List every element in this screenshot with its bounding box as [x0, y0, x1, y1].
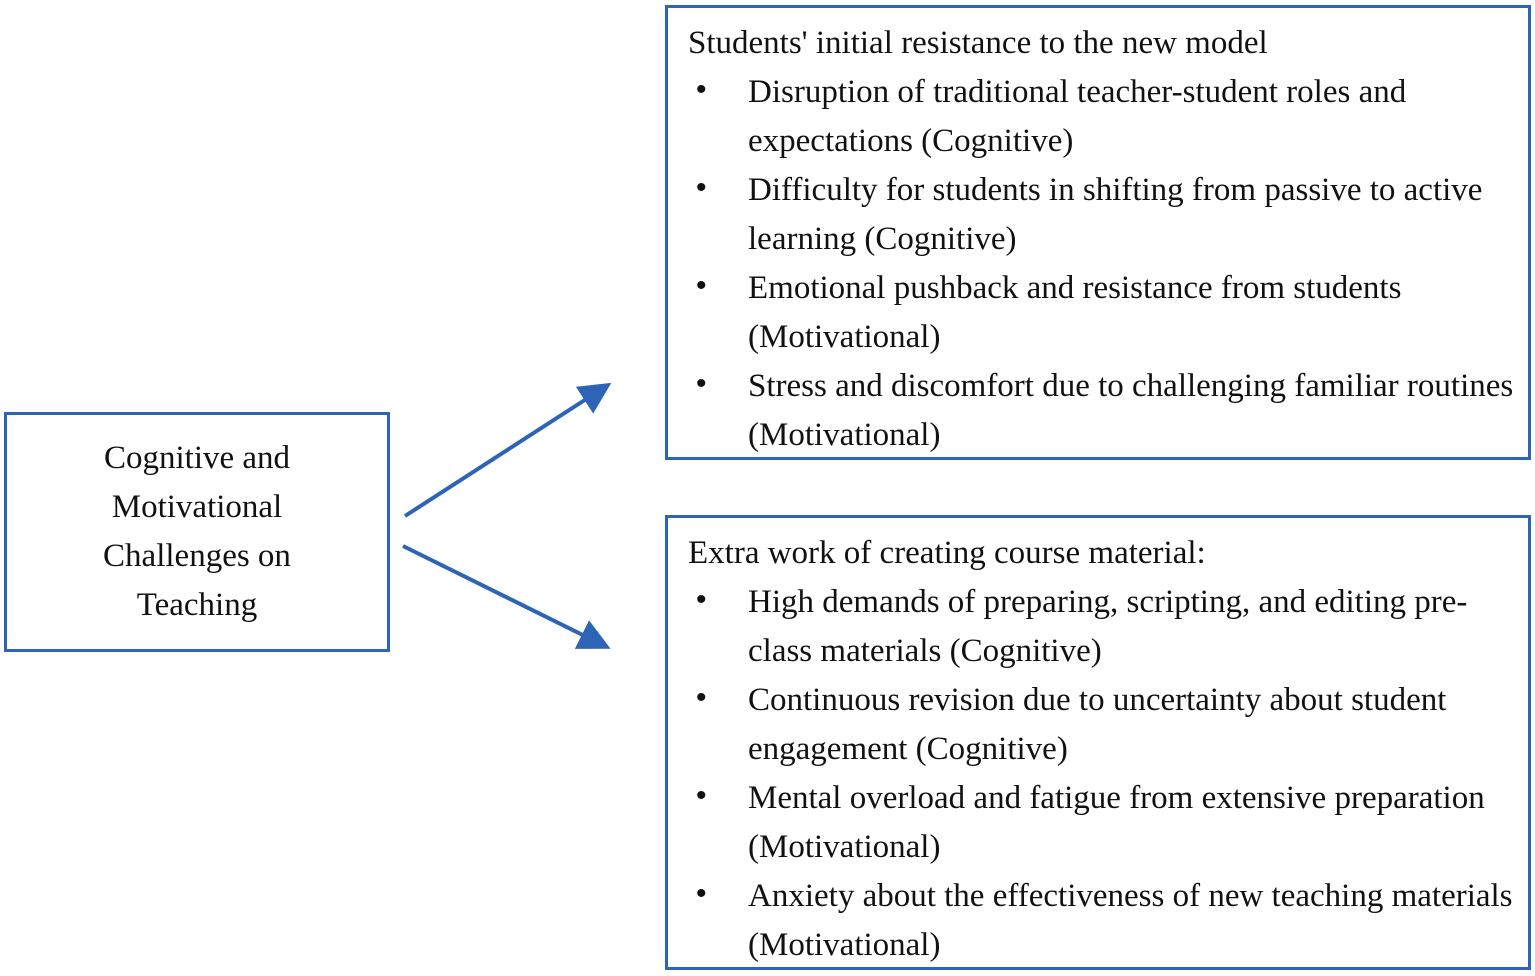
bullet-icon: • — [696, 583, 707, 616]
bullet-text: Mental overload and fatigue from extensi… — [748, 780, 1485, 865]
bullet-text: High demands of preparing, scripting, an… — [748, 584, 1468, 669]
bullet-item: • Difficulty for students in shifting fr… — [688, 166, 1514, 264]
bullet-icon: • — [696, 73, 707, 106]
bullet-item: • Emotional pushback and resistance from… — [688, 264, 1514, 362]
bullet-item: • High demands of preparing, scripting, … — [688, 578, 1514, 676]
top-challenge-box: Students' initial resistance to the new … — [665, 5, 1531, 460]
bullet-item: • Stress and discomfort due to challengi… — [688, 362, 1514, 460]
arrow-to-top-box — [403, 382, 612, 518]
bullet-text: Difficulty for students in shifting from… — [748, 172, 1483, 257]
bottom-box-title: Extra work of creating course material: — [688, 535, 1206, 571]
top-box-bullet-list: • Disruption of traditional teacher-stud… — [688, 68, 1514, 460]
bullet-text: Stress and discomfort due to challenging… — [748, 368, 1514, 453]
bullet-text: Continuous revision due to uncertainty a… — [748, 682, 1447, 767]
bullet-icon: • — [696, 269, 707, 302]
bottom-challenge-box: Extra work of creating course material: … — [665, 515, 1531, 970]
bottom-box-bullet-list: • High demands of preparing, scripting, … — [688, 578, 1514, 970]
bullet-item: • Anxiety about the effectiveness of new… — [688, 872, 1514, 970]
bullet-item: • Disruption of traditional teacher-stud… — [688, 68, 1514, 166]
source-box: Cognitive and Motivational Challenges on… — [4, 412, 390, 652]
bullet-text: Disruption of traditional teacher-studen… — [748, 74, 1407, 159]
bullet-text: Anxiety about the effectiveness of new t… — [748, 878, 1513, 963]
bullet-item: • Continuous revision due to uncertainty… — [688, 676, 1514, 774]
bullet-icon: • — [696, 877, 707, 910]
bullet-text: Emotional pushback and resistance from s… — [748, 270, 1402, 355]
source-box-label: Cognitive and Motivational Challenges on… — [103, 440, 291, 623]
arrow-to-bottom-box — [402, 544, 611, 649]
bullet-item: • Mental overload and fatigue from exten… — [688, 774, 1514, 872]
top-box-title: Students' initial resistance to the new … — [688, 25, 1268, 61]
bullet-icon: • — [696, 171, 707, 204]
bullet-icon: • — [696, 681, 707, 714]
bullet-icon: • — [696, 367, 707, 400]
bullet-icon: • — [696, 779, 707, 812]
